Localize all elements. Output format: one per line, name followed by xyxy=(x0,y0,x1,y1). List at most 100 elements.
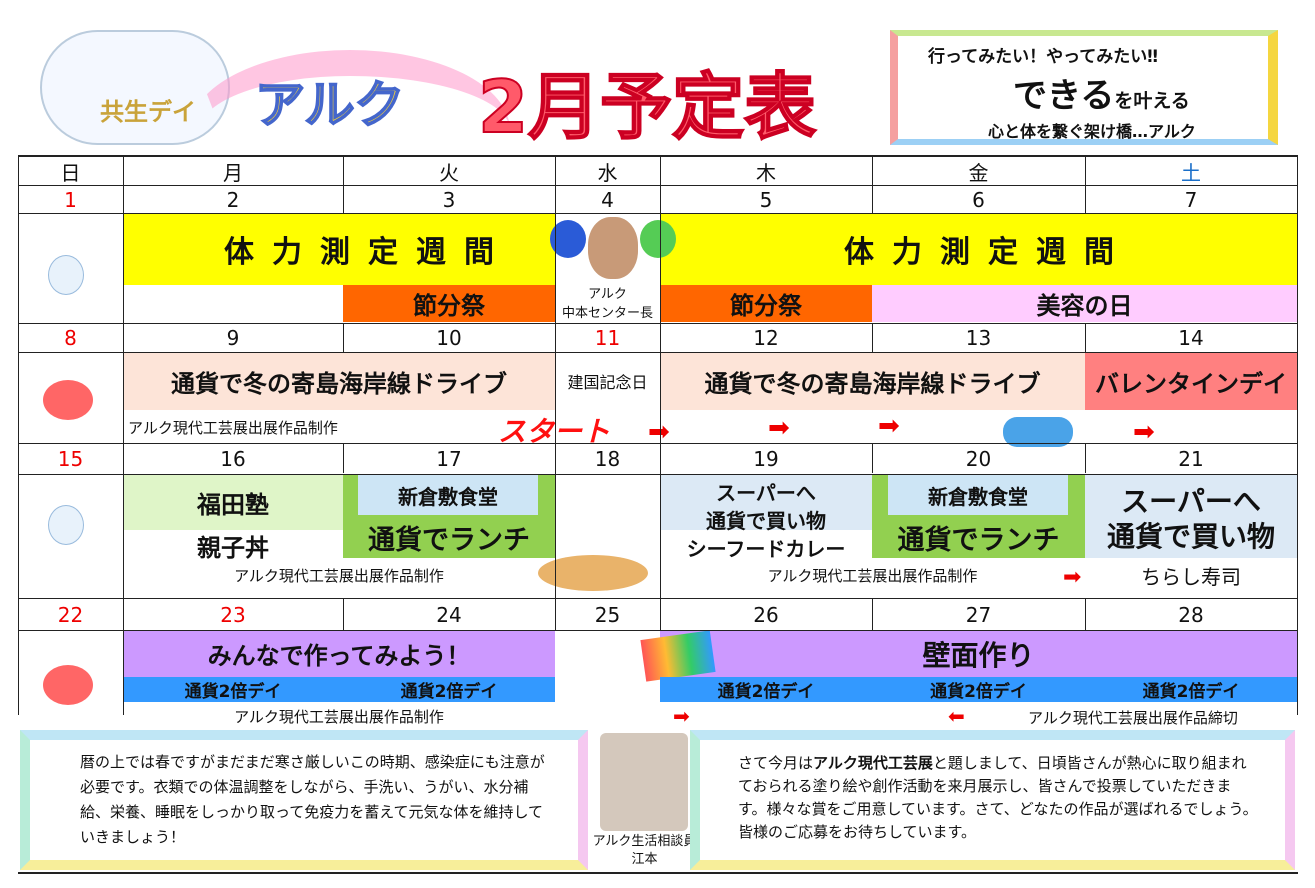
date-cell: 26 xyxy=(753,602,779,627)
wall-event: 壁面作り xyxy=(660,630,1297,677)
motto-line1: 行ってみたい！やってみたい‼ xyxy=(928,47,1158,67)
date-cell: 1 xyxy=(64,187,77,212)
date-cell: 3 xyxy=(442,187,456,212)
rainbow-decoration xyxy=(190,50,510,210)
fitness-week-band-2 xyxy=(660,213,1297,285)
arrow-icon: ➡ xyxy=(1063,565,1082,590)
motto-line3: 心と体を繋ぐ架け橋…アルク xyxy=(988,122,1196,141)
setsubun-event-1: 節分祭 xyxy=(343,285,555,322)
motto-box: 行ってみたい！やってみたい‼ できるを叶える 心と体を繋ぐ架け橋…アルク xyxy=(890,30,1278,145)
fitness-week-band-1 xyxy=(123,213,555,285)
snowman-icon xyxy=(48,255,84,295)
date-cell: 12 xyxy=(753,326,779,350)
weekday-thu: 木 xyxy=(756,160,776,185)
beauty-day-event: 美容の日 xyxy=(872,285,1297,322)
shopping-label-2: 通貨で買い物 xyxy=(1106,520,1275,553)
date-cell: 18 xyxy=(594,447,621,471)
weekday-fri: 金 xyxy=(968,160,989,185)
fitness-week-label-2: 体力測定週間 xyxy=(844,235,1132,270)
date-cell: 19 xyxy=(753,447,779,471)
super-box-2 xyxy=(1085,474,1297,558)
date-cell: 7 xyxy=(1184,187,1198,212)
blue-oni-icon xyxy=(550,220,586,258)
photo-label-1: アルク xyxy=(588,287,627,302)
date-cell: 17 xyxy=(436,447,462,471)
craft-label-w4: アルク現代工芸展出展作品制作 xyxy=(234,708,444,726)
valentine-event: バレンタインデイ xyxy=(1085,352,1297,410)
weekday-tue: 火 xyxy=(439,160,459,185)
date-cell: 6 xyxy=(972,187,985,212)
curry-label: シーフードカレー xyxy=(686,537,846,561)
staff-photo xyxy=(588,217,638,279)
calendar: 体力測定週間 体力測定週間 節分祭 節分祭 美容の日 アルク 中本センター長 通… xyxy=(18,155,1298,728)
page-title: 2月予定表 xyxy=(477,64,817,150)
food-illustration xyxy=(538,555,648,591)
note-right-text: さて今月はアルク現代工芸展と題しまして、日頃皆さんが熱心に取り組まれておられる塗… xyxy=(738,752,1258,844)
shokudo-label-1: 新倉敷食堂 xyxy=(358,475,538,515)
holiday-label: 建国記念日 xyxy=(567,373,648,392)
note-left: 暦の上では春ですがまだまだ寒さ厳しいこの時期、感染症にも注意が必要です。衣類での… xyxy=(20,730,588,870)
arrow-icon: ➡ xyxy=(648,417,670,447)
arrow-left-icon: ⬅ xyxy=(948,704,965,728)
green-oni-icon xyxy=(640,220,676,258)
date-cell: 4 xyxy=(601,187,614,212)
header-sub: 共生デイ xyxy=(100,98,196,126)
arrow-icon: ➡ xyxy=(878,411,900,441)
fukuda-bg xyxy=(123,474,343,530)
fitness-week-label-1: 体力測定週間 xyxy=(224,235,512,270)
date-cell: 9 xyxy=(226,326,240,350)
drive-event-2: 通貨で冬の寄島海岸線ドライブ xyxy=(660,352,1085,410)
car-illustration xyxy=(1003,417,1073,447)
date-cell: 2 xyxy=(226,187,240,212)
staff-name: 江本 xyxy=(631,852,658,867)
oyakodon-label: 親子丼 xyxy=(197,533,269,562)
start-label: スタート xyxy=(498,415,611,448)
deadline-label: アルク現代工芸展出展作品締切 xyxy=(1028,709,1238,727)
date-cell: 23 xyxy=(220,602,246,627)
together-event: みんなで作ってみよう！ xyxy=(123,630,555,677)
header-name: アルク xyxy=(254,75,405,135)
double-day-3: 通貨2倍デイ xyxy=(660,677,872,702)
date-cell: 21 xyxy=(1178,447,1204,471)
weekday-mon: 月 xyxy=(223,160,243,185)
super-label-2: スーパーへ xyxy=(1121,485,1261,518)
date-cell: 22 xyxy=(57,602,84,627)
double-day-5: 通貨2倍デイ xyxy=(1085,677,1297,702)
date-cell: 10 xyxy=(436,326,462,350)
chirashi-label: ちらし寿司 xyxy=(1141,565,1241,589)
fukuda-label: 福田塾 xyxy=(197,490,269,519)
staff-photo-bottom xyxy=(600,733,688,831)
lunch-label-1: 通貨でランチ xyxy=(368,524,530,556)
double-day-1: 通貨2倍デイ xyxy=(123,677,343,702)
date-cell: 13 xyxy=(965,326,992,350)
lunch-label-2: 通貨でランチ xyxy=(897,524,1060,556)
weekday-sun: 日 xyxy=(60,160,81,185)
photo-label-2: 中本センター長 xyxy=(561,306,653,321)
date-cell: 25 xyxy=(594,602,621,627)
date-cell: 20 xyxy=(965,447,992,471)
flower-icon xyxy=(43,665,93,705)
staff-role: アルク生活相談員 xyxy=(592,834,697,849)
snowman-icon xyxy=(48,505,84,545)
motto-main-suffix: を叶える xyxy=(1114,90,1190,112)
arrow-icon: ➡ xyxy=(768,413,790,443)
date-cell: 16 xyxy=(220,447,246,471)
date-cell: 5 xyxy=(759,187,773,212)
drive-event-1: 通貨で冬の寄島海岸線ドライブ xyxy=(123,352,555,410)
date-cell: 24 xyxy=(436,602,462,627)
craft-label-w2: アルク現代工芸展出展作品制作 xyxy=(128,419,338,437)
note-right-pre: さて今月は xyxy=(738,754,814,772)
date-cell: 14 xyxy=(1178,326,1204,350)
note-left-text: 暦の上では春ですがまだまだ寒さ厳しいこの時期、感染症にも注意が必要です。衣類での… xyxy=(80,753,545,846)
date-cell: 15 xyxy=(57,447,84,471)
note-right-post: と題しまして、日頃皆さんが熱心に取り組まれておられる塗り絵や創作活動を来月展示し… xyxy=(738,754,1258,841)
cloud-decoration xyxy=(40,30,230,145)
setsubun-event-2: 節分祭 xyxy=(660,285,872,322)
motto-main-word: できる xyxy=(1013,76,1115,116)
date-cell: 11 xyxy=(594,326,621,350)
weekday-sat: 土 xyxy=(1181,160,1201,185)
flower-icon xyxy=(43,380,93,420)
date-cell: 27 xyxy=(965,602,992,627)
shokudo-label-2: 新倉敷食堂 xyxy=(888,475,1068,515)
note-right: さて今月はアルク現代工芸展と題しまして、日頃皆さんが熱心に取り組まれておられる塗… xyxy=(690,730,1295,870)
